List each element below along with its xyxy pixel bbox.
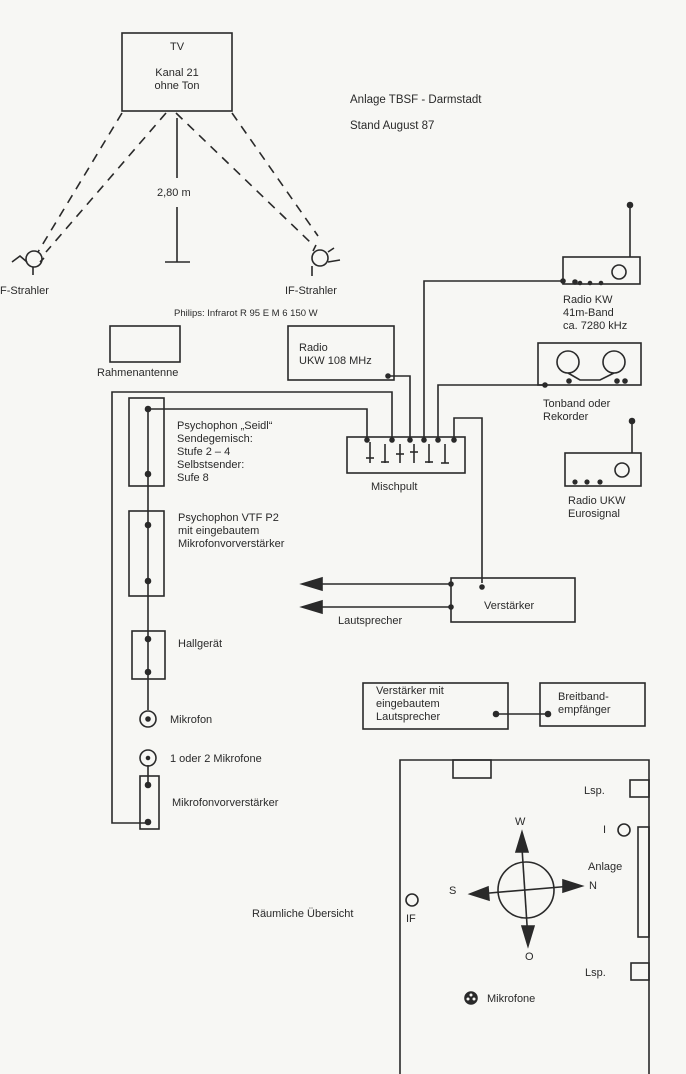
verstaerker-label: Verstärker	[484, 600, 535, 612]
psychophon-vtf-line2: mit eingebautem	[178, 525, 260, 537]
breitband-line2: empfänger	[558, 704, 611, 716]
psychophon-vtf-line1: Psychophon VTF P2	[178, 512, 279, 524]
tonband-line1: Tonband oder	[543, 398, 611, 410]
radio-ukw-eurosignal-icon	[564, 417, 642, 487]
room-mikrofone: Mikrofone	[487, 993, 536, 1005]
room-i-label: I	[603, 824, 607, 836]
verstaerker-lsp-line2: eingebautem	[376, 698, 440, 710]
psychophon-seidl-box	[128, 397, 165, 487]
philips-note: Philips: Infrarot R 95 E M 6 150 W	[174, 308, 318, 319]
mischpult-label: Mischpult	[371, 481, 418, 493]
mikrofon-icon	[139, 710, 157, 728]
radio-kw-line1: Radio KW	[563, 294, 613, 306]
verstaerker-lsp-line3: Lautsprecher	[376, 711, 441, 723]
compass-west: W	[515, 816, 526, 828]
rahmenantenne-label: Rahmenantenne	[97, 367, 179, 379]
radio-ukw-108-line2: UKW 108 MHz	[299, 355, 372, 367]
psychophon-vtf-box	[128, 510, 165, 597]
psychophon-seidl-line5: Sufe 8	[177, 472, 209, 484]
distance-marker	[165, 118, 190, 263]
tv-box	[121, 32, 233, 112]
radio-kw-line3: ca. 7280 kHz	[563, 320, 628, 332]
room-lsp-top: Lsp.	[584, 785, 605, 797]
psychophon-seidl-line4: Selbstsender:	[177, 459, 245, 471]
signal-wires	[111, 278, 566, 824]
tv-sound: ohne Ton	[154, 80, 200, 92]
lautsprecher-label: Lautsprecher	[338, 615, 403, 627]
psychophon-seidl-line1: Psychophon „Seidl“	[177, 420, 273, 432]
if-strahler-left-icon	[11, 250, 45, 275]
psychophon-vtf-line3: Mikrofonvorverstärker	[178, 538, 285, 550]
hallgeraet-box	[131, 630, 166, 680]
radio-ukw-108-line1: Radio	[299, 342, 328, 354]
distance-label: 2,80 m	[157, 187, 191, 199]
mikrofone-1-2-icon	[139, 749, 157, 767]
room-anlage: Anlage	[588, 861, 623, 873]
mikrofonvorverstaerker-box	[139, 775, 160, 830]
mikrofonvorverstaerker-label: Mikrofonvorverstärker	[172, 797, 279, 809]
compass-south: S	[449, 885, 457, 897]
verstaerker-lsp-line1: Verstärker mit	[376, 685, 444, 697]
mischpult-icon	[346, 436, 466, 474]
mikrofone-room-icon	[464, 991, 478, 1005]
compass-east: O	[525, 951, 534, 963]
tv-channel: Kanal 21	[155, 67, 199, 79]
header-subtitle: Stand August 87	[350, 120, 435, 132]
mikrofon-label: Mikrofon	[170, 714, 213, 726]
radio-ukw-euro-line1: Radio UKW	[568, 495, 626, 507]
mikrofone-1-2-label: 1 oder 2 Mikrofone	[170, 753, 262, 765]
verstaerker-lautsprecher-box	[362, 682, 509, 730]
ir-beams	[37, 112, 319, 253]
compass-icon	[467, 829, 585, 949]
psychophon-seidl-line3: Stufe 2 – 4	[177, 446, 231, 458]
lautsprecher-outputs	[299, 576, 454, 615]
room-if-label: IF	[406, 913, 416, 925]
if-strahler-right-label: IF-Strahler	[285, 285, 337, 297]
breitband-line1: Breitband-	[558, 691, 609, 703]
compass-north: N	[589, 880, 597, 892]
tonband-line2: Rekorder	[543, 411, 589, 423]
radio-ukw-108-box	[287, 325, 395, 381]
room-lsp-bottom: Lsp.	[585, 967, 606, 979]
room-outline	[399, 759, 650, 1074]
room-title: Räumliche Übersicht	[252, 908, 354, 920]
radio-kw-line2: 41m-Band	[563, 307, 614, 319]
rahmenantenne-box	[109, 325, 181, 363]
if-strahler-right-icon	[311, 244, 341, 276]
psychophon-seidl-line2: Sendegemisch:	[177, 433, 253, 445]
header-title: Anlage TBSF - Darmstadt	[350, 94, 482, 106]
tv-label: TV	[169, 41, 185, 53]
tonband-icon	[537, 342, 642, 388]
verstaerker-box	[450, 577, 576, 623]
radio-kw-icon	[562, 201, 641, 286]
if-strahler-left-label: F-Strahler	[0, 285, 49, 297]
radio-ukw-euro-line2: Eurosignal	[568, 508, 620, 520]
breitband-empfaenger-box	[539, 682, 646, 727]
hallgeraet-label: Hallgerät	[178, 638, 223, 650]
